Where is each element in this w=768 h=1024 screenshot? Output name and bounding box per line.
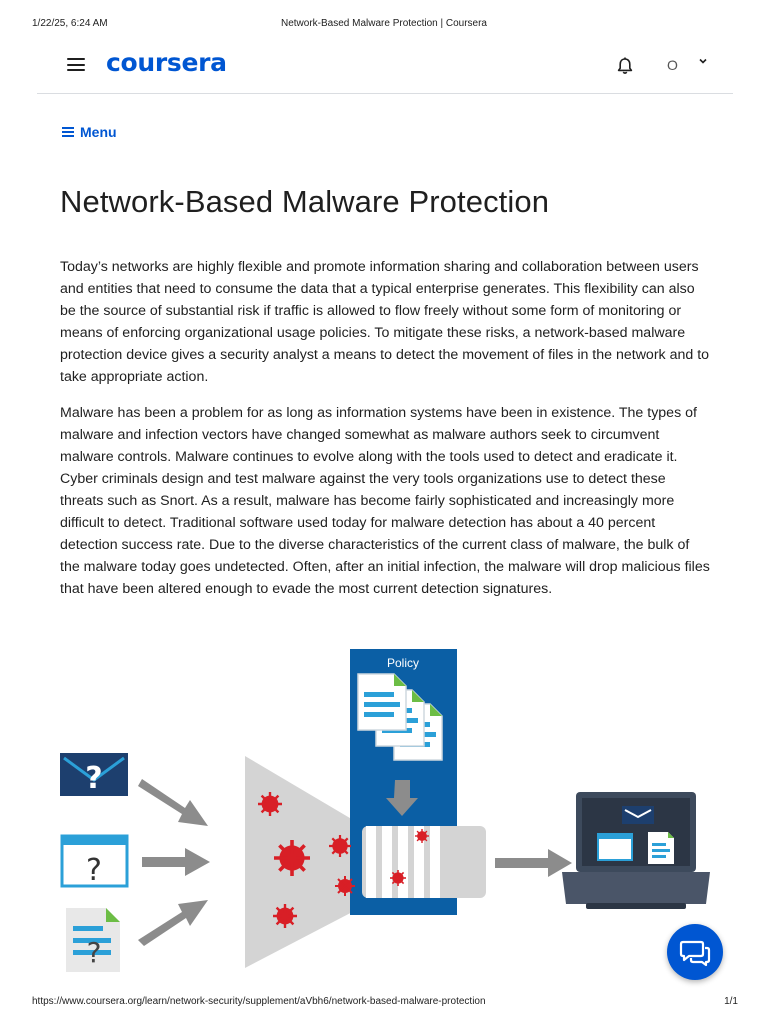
print-datetime: 1/22/25, 6:24 AM [32,18,108,29]
chat-button[interactable] [667,924,723,980]
malware-protection-diagram: Policy ? ? ? [60,646,712,972]
unknown-email-icon: ? [60,753,128,796]
menu-label: Menu [80,124,117,140]
incoming-arrow-icon [138,779,208,826]
coursera-logo[interactable]: coursera [106,48,227,77]
print-url: https://www.coursera.org/learn/network-s… [32,996,486,1007]
print-header: 1/22/25, 6:24 AM Network-Based Malware P… [0,18,768,32]
unknown-file-icon: ? [66,908,120,972]
svg-text:?: ? [87,936,102,969]
hamburger-icon[interactable] [67,58,85,72]
menu-icon [62,127,74,137]
svg-text:?: ? [86,853,102,888]
policy-label: Policy [387,656,419,670]
print-footer: https://www.coursera.org/learn/network-s… [0,996,768,1010]
print-doc-title: Network-Based Malware Protection | Cours… [280,18,487,29]
user-avatar[interactable]: O [667,57,678,73]
article-paragraph: Malware has been a problem for as long a… [60,405,710,597]
malware-bug-icon [272,838,312,878]
malware-bug-icon [334,875,356,897]
svg-text:?: ? [85,761,102,796]
unknown-window-icon: ? [60,834,129,888]
chevron-down-icon[interactable] [697,55,709,67]
menu-toggle-link[interactable]: Menu [62,123,117,141]
incoming-arrow-icon [138,900,208,946]
laptop-icon [562,792,710,909]
incoming-arrow-icon [142,848,210,876]
article-paragraph: Today’s networks are highly flexible and… [60,259,710,385]
outgoing-arrow-icon [495,849,572,877]
top-navigation-bar: coursera O [37,48,733,94]
print-page-number: 1/1 [724,996,738,1007]
malware-bug-icon [389,869,407,887]
bell-icon[interactable] [615,56,635,76]
page-title: Network-Based Malware Protection [60,184,550,219]
policy-document-icon [357,673,407,731]
chat-icon [679,940,711,967]
down-arrow-icon [386,780,418,816]
